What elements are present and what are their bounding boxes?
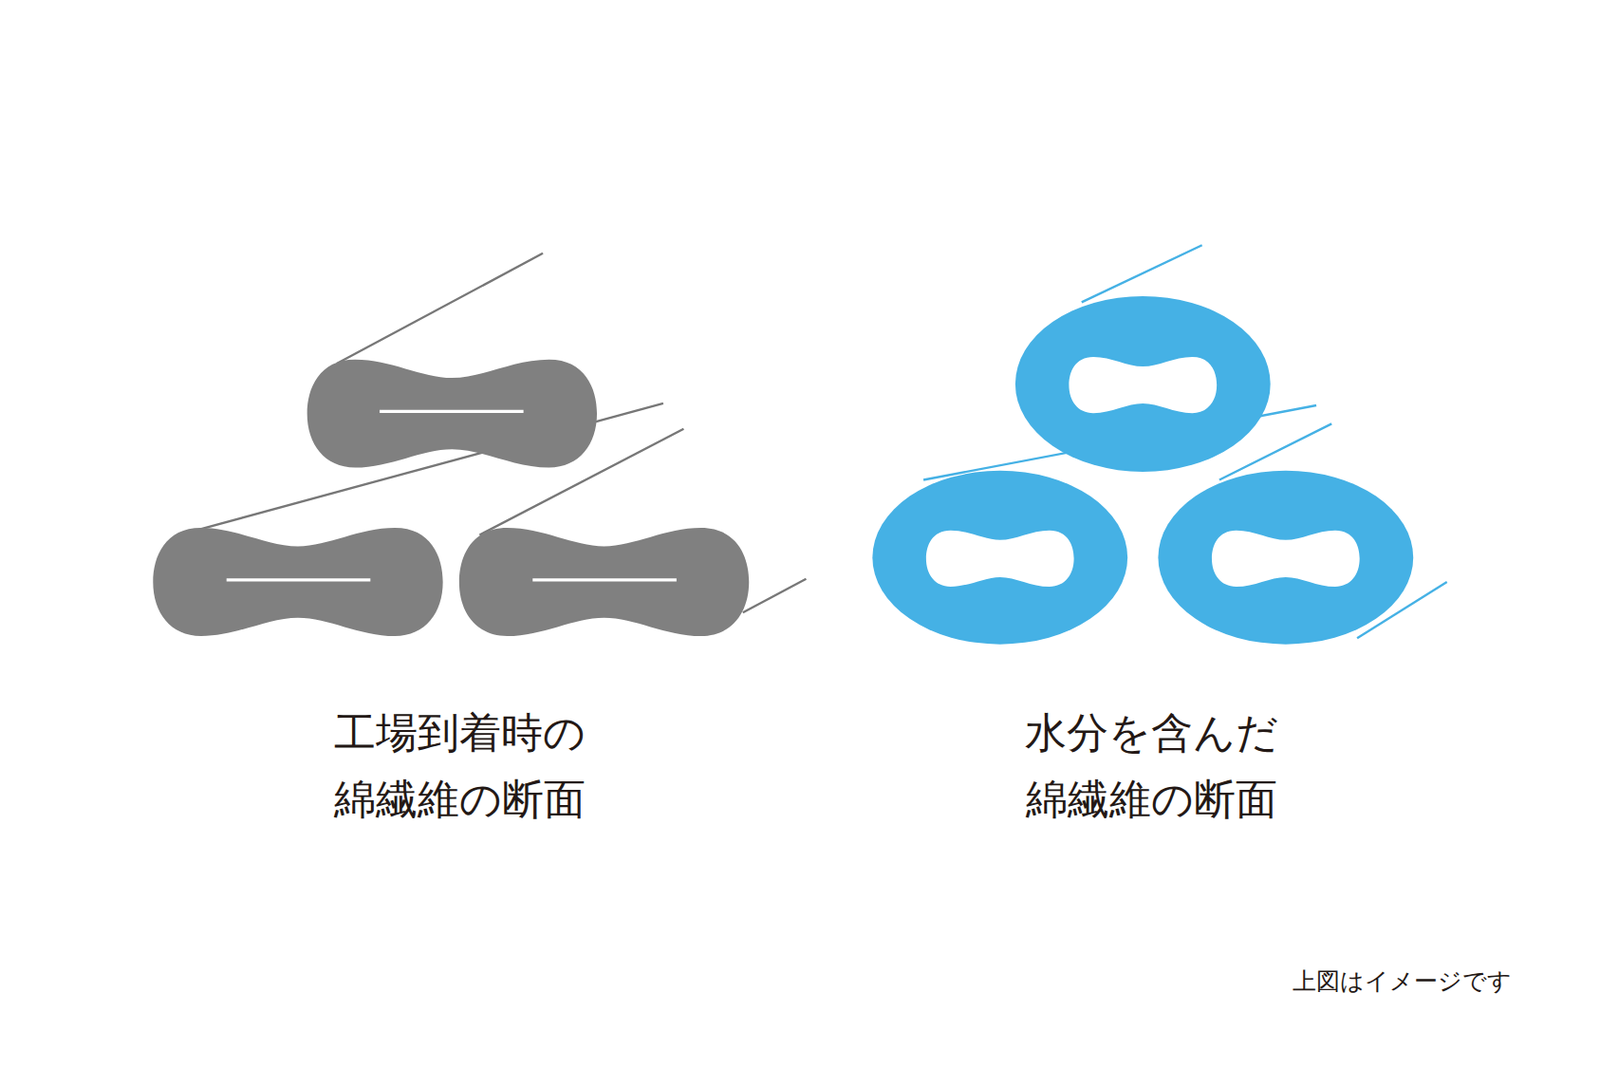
wet-fiber-sections xyxy=(872,296,1414,645)
dry-fiber-sections xyxy=(152,359,749,636)
note: 上図はイメージです xyxy=(1292,966,1512,997)
lumen-lines xyxy=(226,410,677,579)
caption: 工場到着時の 綿繊維の断面 xyxy=(325,699,594,833)
caption: 水分を含んだ 綿繊維の断面 xyxy=(1017,699,1285,833)
wet-lumens xyxy=(926,356,1360,587)
